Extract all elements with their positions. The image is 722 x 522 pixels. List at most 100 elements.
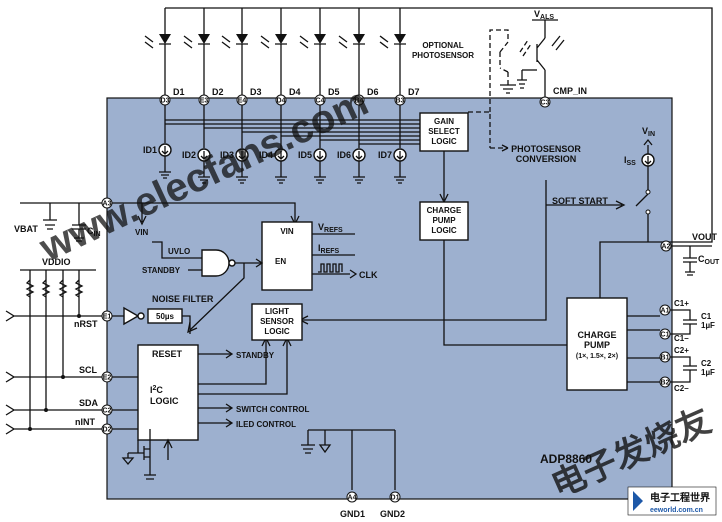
- led-diode: [236, 34, 248, 44]
- charge-pump-modes: (1×, 1.5×, 2×): [576, 353, 618, 360]
- svg-text:nINT: nINT: [75, 417, 95, 427]
- optional-label-2: PHOTOSENSOR: [412, 51, 474, 60]
- pin-c3-label: C3: [541, 100, 550, 107]
- svg-text:C1–: C1–: [674, 334, 689, 343]
- led-label: D7: [408, 87, 420, 97]
- uvlo-label: UVLO: [168, 247, 190, 256]
- svg-text:C2–: C2–: [674, 384, 689, 393]
- i2c-reset: RESET: [152, 349, 183, 359]
- pin-a4-label: A4: [348, 495, 357, 502]
- sink-bus-lines: [165, 119, 420, 145]
- vin-src-label: VIN: [642, 126, 655, 138]
- current-sink-label: ID5: [298, 150, 312, 160]
- standby-in-label: STANDBY: [142, 266, 181, 275]
- noise-filter-label: NOISE FILTER: [152, 294, 214, 304]
- pin-a4: [346, 491, 358, 503]
- photosensor-conversion-1: PHOTOSENSOR: [511, 144, 581, 154]
- svg-text:B1: B1: [661, 355, 670, 362]
- led-pin-id: E3: [200, 98, 209, 105]
- svg-text:C2: C2: [701, 359, 712, 368]
- iled-control-label: ILED CONTROL: [236, 420, 296, 429]
- lsl-line1: LIGHT: [265, 307, 289, 316]
- led-label: D2: [212, 87, 224, 97]
- cin-label: CIN: [87, 226, 101, 238]
- led-diode: [314, 34, 326, 44]
- current-sink-label: ID6: [337, 150, 351, 160]
- light-sensor-logic-block: [251, 303, 303, 341]
- cout-label: COUT: [698, 254, 720, 266]
- current-sink-label: ID1: [143, 145, 157, 155]
- charge-pump-line1: CHARGE: [577, 330, 616, 340]
- vin-arrow-label: VIN: [135, 228, 149, 237]
- led-label: D6: [367, 87, 379, 97]
- pin-c3: [539, 96, 551, 108]
- standby-out-label: STANDBY: [236, 351, 275, 360]
- svg-text:C1: C1: [701, 312, 712, 321]
- gain-select-line3: LOGIC: [431, 137, 457, 146]
- svg-text:C1+: C1+: [674, 299, 689, 308]
- led-pin-id: C4: [316, 98, 325, 105]
- lsl-line3: LOGIC: [264, 327, 290, 336]
- pin-a3-label: A3: [103, 201, 112, 208]
- led-diode: [353, 34, 365, 44]
- svg-text:SCL: SCL: [79, 365, 98, 375]
- led-pin-id: B4: [355, 98, 364, 105]
- svg-text:B2: B2: [661, 380, 670, 387]
- led-pin-id: E4: [238, 98, 247, 105]
- led-pin-id: B3: [396, 98, 405, 105]
- cpl-line2: PUMP: [432, 216, 456, 225]
- gain-select-line2: SELECT: [428, 127, 460, 136]
- led-diode: [198, 34, 210, 44]
- gnd2-label: GND2: [380, 509, 405, 519]
- svg-text:nRST: nRST: [74, 319, 98, 329]
- vals-label: VALS: [534, 9, 554, 21]
- clk-label: CLK: [359, 270, 378, 280]
- charge-pump-line2: PUMP: [584, 340, 610, 350]
- led-label: D3: [250, 87, 262, 97]
- svg-text:E2: E2: [103, 375, 112, 382]
- i2c-logic: LOGIC: [150, 396, 179, 406]
- led-label: D1: [173, 87, 185, 97]
- led-label: D4: [289, 87, 301, 97]
- current-sink-label: ID7: [378, 150, 392, 160]
- optional-photosensor: [468, 29, 532, 148]
- svg-text:SDA: SDA: [79, 398, 99, 408]
- soft-start-label: SOFT START: [552, 196, 608, 206]
- vbat-label: VBAT: [14, 224, 38, 234]
- svg-text:C1: C1: [661, 332, 670, 339]
- reference-block: [261, 221, 313, 291]
- svg-text:eeworld.com.cn: eeworld.com.cn: [650, 507, 703, 514]
- svg-text:1µF: 1µF: [701, 321, 715, 330]
- vrefs-label: VREFS: [318, 222, 343, 234]
- svg-text:1µF: 1µF: [701, 368, 715, 377]
- led-pin-id: D4: [277, 98, 286, 105]
- current-sink-label: ID2: [182, 150, 196, 160]
- vout-label: VOUT: [692, 232, 718, 242]
- charge-pump-block: [566, 297, 628, 391]
- led-strings: D3D1ID1E3D2ID2E4D3ID3D4D4ID4C4D5ID5B4D6I…: [143, 8, 420, 184]
- iss-label: ISS: [624, 155, 636, 167]
- vddio-label: VDDIO: [42, 257, 71, 267]
- and-gate: [201, 249, 230, 277]
- led-diode: [394, 34, 406, 44]
- i2c-name: I2C: [150, 385, 163, 395]
- photosensor-conversion-2: CONVERSION: [516, 154, 577, 164]
- svg-text:C2: C2: [103, 408, 112, 415]
- gain-select-logic-block: [419, 112, 469, 152]
- pin-d1-label: D1: [391, 495, 400, 502]
- cmp-in-label: CMP_IN: [553, 86, 587, 96]
- svg-text:电子工程世界: 电子工程世界: [650, 491, 710, 504]
- lsl-line2: SENSOR: [260, 317, 294, 326]
- charge-pump-logic-block: [419, 201, 469, 241]
- i2c-logic-block: [137, 344, 199, 441]
- switch-control-label: SWITCH CONTROL: [236, 405, 309, 414]
- current-sink-label: ID4: [259, 150, 273, 160]
- svg-text:A1: A1: [661, 308, 670, 315]
- led-diode: [159, 34, 171, 44]
